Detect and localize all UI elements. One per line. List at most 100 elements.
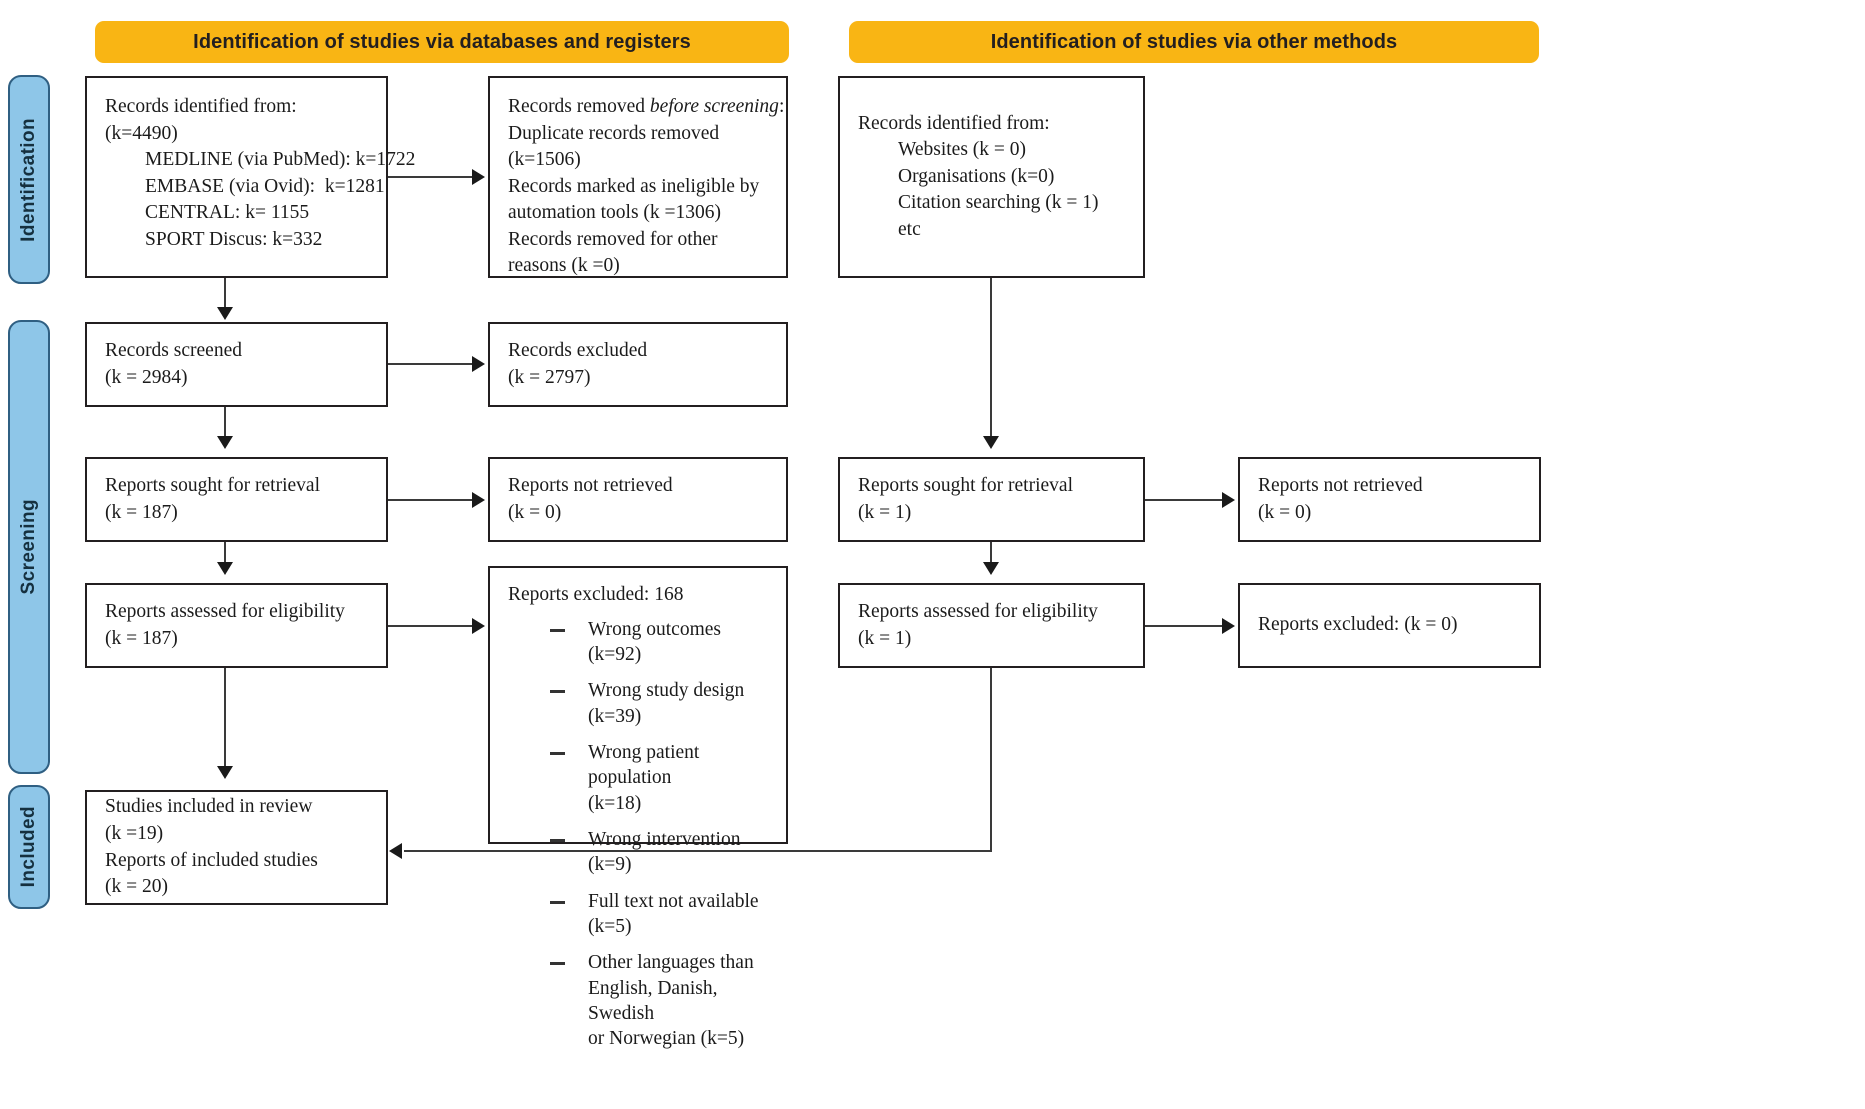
stage-label-identification-text: Identification [18, 117, 39, 242]
connector-screened-to-sought [224, 407, 226, 438]
records-identified-source-1: EMBASE (via Ovid): k=1281 [145, 175, 385, 197]
arrow-identified-to-removed [472, 169, 485, 185]
arrow-other-identified-to-sought [983, 436, 999, 449]
reports-excluded-reason-5: Other languages than English, Danish, Sw… [550, 950, 772, 1051]
box-reports-sought-databases: Reports sought for retrieval (k = 187) [85, 457, 388, 542]
connector-other-sought-to-assessed [990, 542, 992, 573]
arrow-assessed-to-excluded-list [472, 618, 485, 634]
connector-assessed-to-included [224, 668, 226, 768]
arrow-screened-to-sought [217, 436, 233, 449]
records-removed-title-colon: : [778, 96, 785, 117]
header-databases-registers-label: Identification of studies via databases … [193, 30, 691, 53]
reports-excluded-reason-list: Wrong outcomes (k=92) Wrong study design… [508, 617, 772, 1052]
records-excluded-label: Records excluded [508, 339, 648, 361]
other-records-identified-source-3: etc [898, 218, 921, 240]
stage-label-included: Included [8, 785, 50, 909]
arrow-identified-to-screened [217, 307, 233, 320]
other-reports-sought-count: (k = 1) [858, 501, 912, 523]
other-reports-assessed-count: (k = 1) [858, 627, 912, 649]
other-reports-not-retrieved-count: (k = 0) [1258, 501, 1312, 523]
records-removed-line-2: Records marked as ineligible by [508, 175, 760, 197]
records-identified-source-3: SPORT Discus: k=332 [145, 228, 323, 250]
records-screened-count: (k = 2984) [105, 366, 188, 388]
arrow-screened-to-excluded [472, 356, 485, 372]
other-reports-assessed-label: Reports assessed for eligibility [858, 600, 1098, 622]
reports-sought-count: (k = 187) [105, 501, 178, 523]
stage-label-included-text: Included [18, 806, 39, 888]
records-removed-title-plain: Records removed [508, 96, 650, 117]
header-other-methods: Identification of studies via other meth… [849, 21, 1539, 63]
reports-excluded-reason-4: Full text not available (k=5) [550, 889, 772, 940]
studies-included-line-4: (k = 20) [105, 876, 168, 898]
reports-excluded-reason-3: Wrong intervention (k=9) [550, 827, 772, 878]
studies-included-line-2: (k =19) [105, 822, 164, 844]
records-identified-source-2: CENTRAL: k= 1155 [145, 202, 310, 224]
box-reports-sought-other: Reports sought for retrieval (k = 1) [838, 457, 1145, 542]
records-removed-title: Records removed before screening: [508, 94, 784, 121]
studies-included-line-3: Reports of included studies [105, 849, 318, 871]
studies-included-line-1: Studies included in review [105, 796, 313, 818]
records-removed-line-5: reasons (k =0) [508, 255, 620, 277]
records-removed-line-3: automation tools (k =1306) [508, 202, 722, 224]
records-removed-line-1: (k=1506) [508, 149, 581, 171]
reports-excluded-reason-2: Wrong patient population (k=18) [550, 740, 772, 816]
connector-assessed-to-excluded-list [388, 625, 475, 627]
other-records-identified-source-1: Organisations (k=0) [898, 165, 1055, 187]
stage-label-screening-text: Screening [18, 499, 39, 595]
box-reports-not-retrieved-other: Reports not retrieved (k = 0) [1238, 457, 1541, 542]
reports-not-retrieved-label: Reports not retrieved [508, 474, 673, 496]
reports-not-retrieved-count: (k = 0) [508, 501, 562, 523]
stage-label-identification: Identification [8, 75, 50, 284]
stage-label-screening: Screening [8, 320, 50, 774]
reports-excluded-title: Reports excluded: 168 [508, 584, 684, 605]
other-records-identified-source-2: Citation searching (k = 1) [898, 192, 1099, 214]
arrow-sought-to-assessed [217, 562, 233, 575]
box-records-removed-before-screening: Records removed before screening: Duplic… [488, 76, 788, 278]
other-records-identified-source-0: Websites (k = 0) [898, 139, 1027, 161]
connector-other-identified-to-sought [990, 278, 992, 438]
connector-identified-to-screened [224, 278, 226, 309]
connector-other-assessed-to-excluded [1145, 625, 1225, 627]
connector-sought-to-assessed [224, 542, 226, 573]
arrow-assessed-to-included [217, 766, 233, 779]
box-studies-included: Studies included in review (k =19) Repor… [85, 790, 388, 905]
records-identified-source-0: MEDLINE (via PubMed): k=1722 [145, 149, 416, 171]
arrow-other-sought-to-not-retrieved [1222, 492, 1235, 508]
box-reports-excluded-other: Reports excluded: (k = 0) [1238, 583, 1541, 668]
records-screened-label: Records screened [105, 339, 242, 361]
box-reports-assessed-databases: Reports assessed for eligibility (k = 18… [85, 583, 388, 668]
connector-screened-to-excluded [388, 363, 475, 365]
arrow-other-assessed-to-included [389, 843, 402, 859]
reports-excluded-reason-1: Wrong study design (k=39) [550, 678, 772, 729]
box-records-screened: Records screened (k = 2984) [85, 322, 388, 407]
reports-assessed-count: (k = 187) [105, 627, 178, 649]
box-records-excluded: Records excluded (k = 2797) [488, 322, 788, 407]
connector-identified-to-removed [388, 176, 475, 178]
connector-other-assessed-to-included [404, 850, 992, 852]
connector-other-assessed-down [990, 668, 992, 852]
other-reports-sought-label: Reports sought for retrieval [858, 474, 1073, 496]
other-records-identified-title: Records identified from: [858, 112, 1050, 134]
box-reports-assessed-other: Reports assessed for eligibility (k = 1) [838, 583, 1145, 668]
other-reports-excluded-label: Reports excluded: (k = 0) [1258, 614, 1458, 636]
box-reports-not-retrieved-databases: Reports not retrieved (k = 0) [488, 457, 788, 542]
box-records-identified-databases: Records identified from: (k=4490) MEDLIN… [85, 76, 416, 278]
reports-sought-label: Reports sought for retrieval [105, 474, 320, 496]
arrow-other-sought-to-assessed [983, 562, 999, 575]
arrow-other-assessed-to-excluded [1222, 618, 1235, 634]
other-reports-not-retrieved-label: Reports not retrieved [1258, 474, 1423, 496]
records-identified-total: (k=4490) [105, 122, 178, 144]
box-records-identified-other: Records identified from: Websites (k = 0… [838, 76, 1145, 278]
header-other-methods-label: Identification of studies via other meth… [990, 30, 1398, 53]
arrow-sought-to-not-retrieved [472, 492, 485, 508]
reports-assessed-label: Reports assessed for eligibility [105, 600, 345, 622]
connector-other-sought-to-not-retrieved [1145, 499, 1225, 501]
connector-sought-to-not-retrieved [388, 499, 475, 501]
records-removed-line-0: Duplicate records removed [508, 122, 720, 144]
records-removed-line-4: Records removed for other [508, 228, 718, 250]
reports-excluded-reason-0: Wrong outcomes (k=92) [550, 617, 772, 668]
header-databases-registers: Identification of studies via databases … [95, 21, 789, 63]
records-excluded-count: (k = 2797) [508, 366, 591, 388]
box-reports-excluded-reasons: Reports excluded: 168 Wrong outcomes (k=… [488, 566, 788, 1049]
